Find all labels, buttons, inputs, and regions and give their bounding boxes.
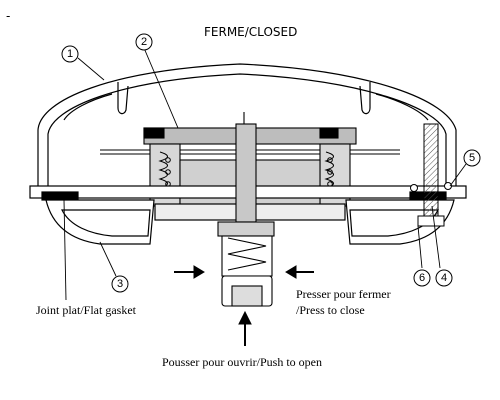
callout-2: 2 — [135, 33, 153, 51]
press-label-en: /Press to close — [296, 303, 365, 317]
svg-text:4: 4 — [441, 272, 447, 284]
leader-lines — [63, 47, 467, 301]
svg-text:1: 1 — [67, 48, 73, 60]
side-pin — [410, 123, 452, 227]
svg-text:2: 2 — [141, 36, 147, 48]
diagram-title: FERME/CLOSED — [204, 25, 297, 39]
callout-3: 3 — [111, 275, 129, 293]
corner-mark: - — [6, 9, 10, 23]
push-label: Pousser pour ouvrir/Push to open — [162, 355, 322, 369]
svg-text:6: 6 — [419, 272, 425, 284]
press-label-fr: Presser pour fermer — [296, 287, 391, 301]
gasket-label: Joint plat/Flat gasket — [36, 303, 137, 317]
callout-6: 6 — [413, 269, 431, 287]
central-stem — [217, 112, 275, 307]
svg-text:3: 3 — [117, 278, 123, 290]
outer-dome — [37, 63, 457, 190]
press-arrows — [174, 265, 314, 346]
svg-text:5: 5 — [469, 152, 475, 164]
callout-1: 1 — [61, 45, 79, 63]
callout-4: 4 — [435, 269, 453, 287]
callout-5: 5 — [463, 149, 481, 167]
